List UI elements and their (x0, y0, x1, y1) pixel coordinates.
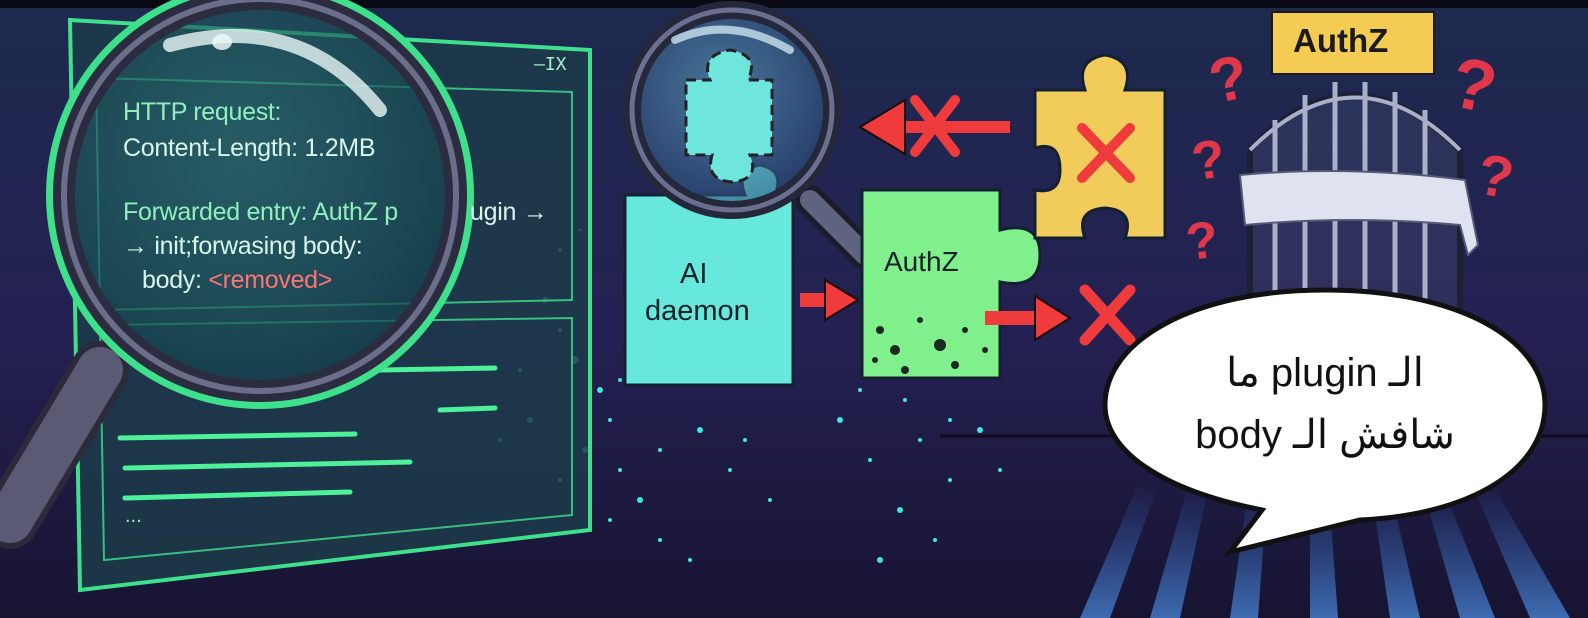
cross-icon (1079, 284, 1136, 346)
arrow-icon (800, 278, 860, 322)
arrow-icon (858, 95, 1010, 157)
window-controls[interactable]: –IX (534, 54, 567, 75)
authz-plugin-label: AuthZ (884, 246, 959, 277)
gate-authz-tag: AuthZ (1293, 22, 1389, 59)
log-line-forwarded-entry: Forwarded entry: AuthZ p (123, 198, 398, 227)
log-body-removed: <removed> (208, 266, 333, 294)
light-beams (1080, 480, 1570, 618)
log-line-forwarded-a: Forwarded entry: AuthZ p (123, 198, 398, 226)
log-line-content-length: Content-Length: 1.2MB (123, 134, 376, 162)
rejected-puzzle-piece-icon (1033, 53, 1167, 240)
arrow-icon (985, 294, 1072, 342)
log-line-forwarded-b: ugin → (470, 198, 548, 226)
log-line-init: → init;forwasing body: (123, 232, 363, 260)
gate-icon (1238, 11, 1480, 320)
svg-text:?: ? (1183, 211, 1221, 272)
speech-bubble-icon (1102, 287, 1548, 557)
log-line-body: body: <removed> (142, 266, 332, 295)
log-line-http-request: HTTP request: (123, 98, 282, 126)
ai-daemon-label-line1: AI (680, 258, 708, 290)
authz-tag-background (1271, 11, 1435, 75)
bubble-line-2: شافش الـ body (1195, 413, 1455, 457)
authz-puzzle-piece-icon (860, 188, 1042, 380)
log-body-prefix: body: (142, 266, 209, 294)
search-magnifier-icon (623, 1, 880, 270)
top-border (0, 0, 1588, 8)
cross-icon (1077, 123, 1135, 183)
bubble-line-1: الـ plugin ما (1226, 351, 1424, 395)
magnifying-glass-icon (0, 0, 474, 549)
ai-daemon-label-line2: daemon (645, 295, 750, 327)
log-ellipsis: ... (125, 505, 142, 527)
